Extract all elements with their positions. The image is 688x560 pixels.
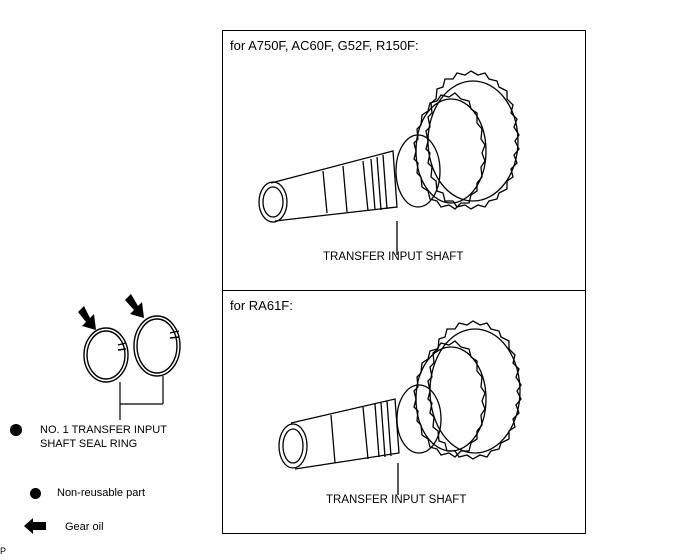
panel-a750f: for A750F, AC60F, G52F, R150F: xyxy=(222,30,586,291)
gear-inner xyxy=(413,92,487,210)
footer-mark: P xyxy=(0,546,7,556)
seal-ring-label-line1: NO. 1 TRANSFER INPUT xyxy=(40,424,167,436)
gear-outer xyxy=(427,320,522,460)
part-label: TRANSFER INPUT SHAFT xyxy=(326,494,467,506)
panel-heading: for RA61F: xyxy=(230,298,293,313)
part-label: TRANSFER INPUT SHAFT xyxy=(323,251,464,263)
gear-oil-arrow-left xyxy=(78,306,96,330)
shaft-body xyxy=(278,398,400,470)
seal-ring-label-line2: SHAFT SEAL RING xyxy=(40,438,138,450)
shaft-body xyxy=(258,150,398,223)
legend-non-reusable-icon xyxy=(30,488,41,499)
legend-non-reusable-label: Non-reusable part xyxy=(57,487,146,499)
seal-ring-right xyxy=(133,315,181,377)
seal-ring-label: NO. 1 TRANSFER INPUT SHAFT SEAL RING xyxy=(40,423,167,451)
gear-inner xyxy=(413,340,487,458)
seal-ring-leader xyxy=(119,376,164,420)
gear-oil-arrow-right xyxy=(125,294,144,318)
transfer-input-shaft-drawing xyxy=(278,320,522,495)
legend-gear-oil-icon xyxy=(24,518,46,534)
legend-gear-oil-label: Gear oil xyxy=(65,521,104,533)
transfer-input-shaft-drawing xyxy=(258,70,520,255)
panel-ra61f: for RA61F: TRANSFE xyxy=(222,290,586,534)
non-reusable-icon xyxy=(10,424,22,436)
seal-ring-left xyxy=(83,327,129,383)
gear-outer xyxy=(425,70,520,210)
panel-heading: for A750F, AC60F, G52F, R150F: xyxy=(230,38,419,53)
